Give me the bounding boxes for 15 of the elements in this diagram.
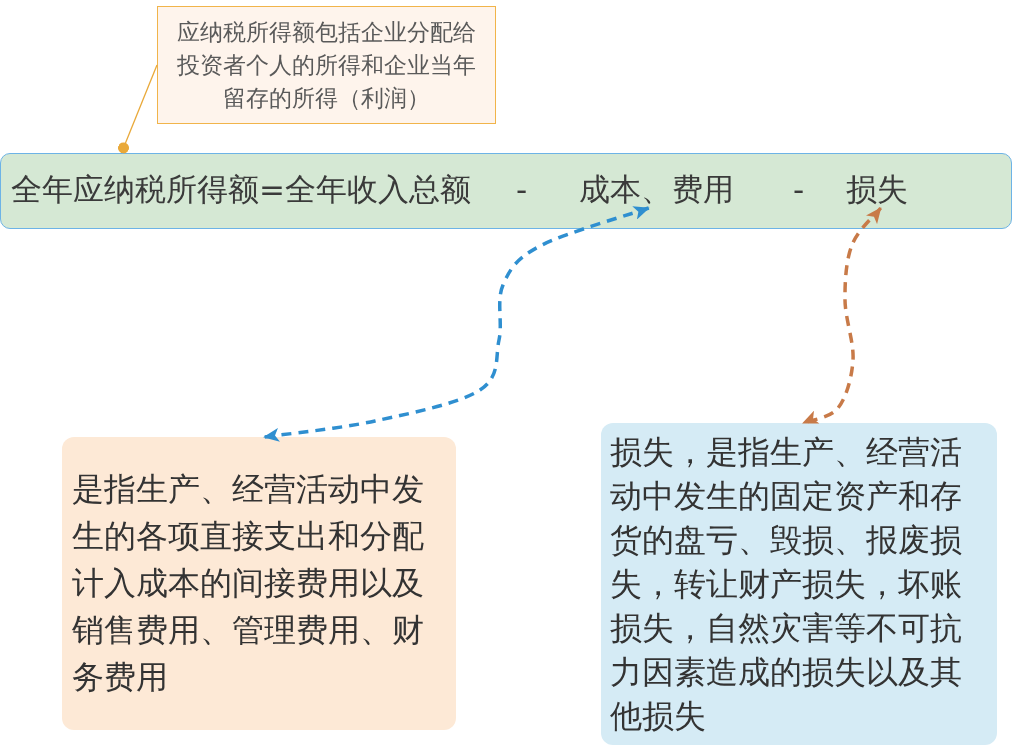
definition-box xyxy=(62,437,456,730)
dashed-arrow xyxy=(802,206,883,425)
dashed-arrow xyxy=(263,206,650,442)
definition-text: 损失，是指生产、经营活动中发生的固定资产和存货的盘亏、毁损、报废损失，转让财产损失，坏账损失，自然灾害等不可抗力因素造成的损失以及其他损失 xyxy=(610,432,963,737)
minus-sign: - xyxy=(516,171,528,208)
definition-box xyxy=(601,423,997,745)
formula-term: 损失 xyxy=(846,171,908,208)
callout-box xyxy=(157,6,496,124)
formula-term: 成本、费用 xyxy=(579,171,734,208)
definition-text: 是指生产、经营活动中发生的各项直接支出和分配计入成本的间接费用以及销售费用、管理费用、财务费用 xyxy=(72,469,425,698)
callout-text: 应纳税所得额包括企业分配给投资者个人的所得和企业当年留存的所得（利润） xyxy=(176,17,477,113)
minus-sign: - xyxy=(793,171,805,208)
leader-line xyxy=(118,64,158,154)
formula-band xyxy=(0,153,1012,229)
formula-text: 全年应纳税所得额=全年收入总额 xyxy=(11,171,471,208)
